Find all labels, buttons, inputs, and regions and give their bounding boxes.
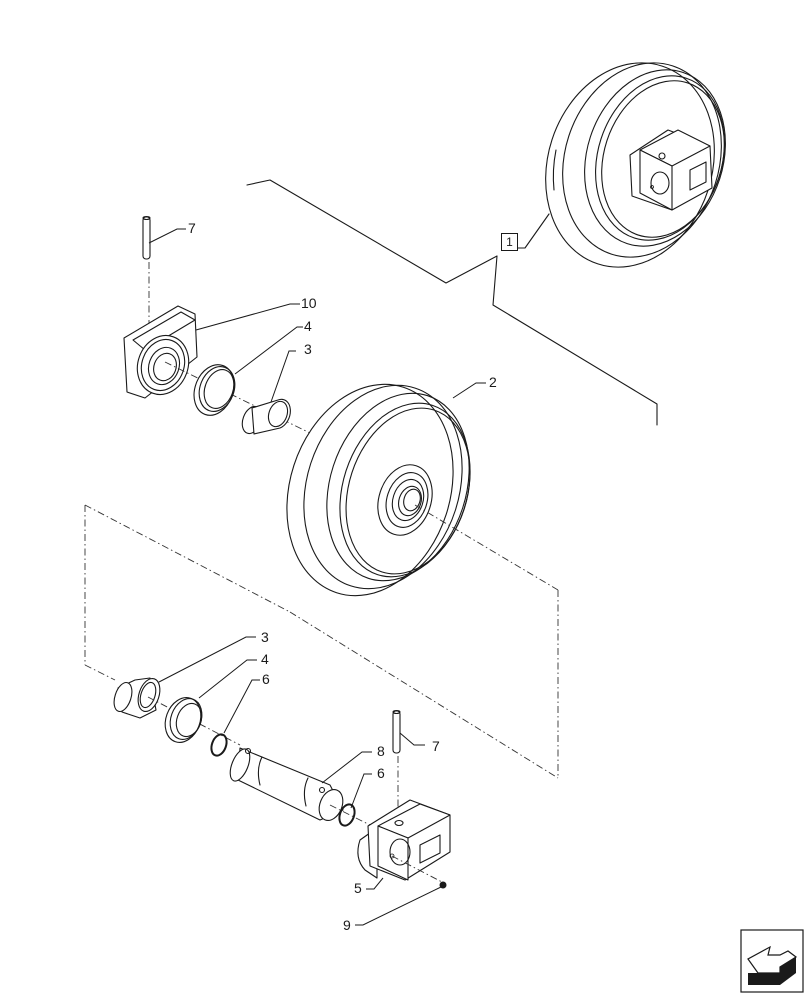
seal-lower-icon — [164, 697, 203, 743]
bushing-upper-icon — [241, 398, 291, 435]
seal-upper-icon — [193, 364, 236, 416]
callout-bushing-upper[interactable]: 3 — [304, 341, 312, 357]
callout-bracket-lower[interactable]: 5 — [354, 880, 362, 896]
callout-idler-wheel[interactable]: 2 — [489, 374, 497, 390]
assembly-bracket-lines — [246, 179, 658, 426]
previous-page-arrow-icon[interactable] — [740, 929, 804, 993]
assembly-callout-box[interactable]: 1 — [501, 233, 518, 251]
callout-oring-left[interactable]: 6 — [262, 671, 270, 687]
callout-seal-upper[interactable]: 4 — [304, 318, 312, 334]
bushing-lower-icon — [113, 677, 241, 746]
bracket-upper-icon — [123, 305, 311, 434]
idler-assembly-complete-icon — [545, 62, 726, 268]
callout-seal-lower[interactable]: 4 — [261, 651, 269, 667]
callout-oring-right[interactable]: 6 — [377, 765, 385, 781]
callout-bracket-upper[interactable]: 10 — [301, 295, 317, 311]
callout-bushing-lower[interactable]: 3 — [261, 629, 269, 645]
oring-left-icon — [210, 733, 228, 757]
pin-upper-icon — [142, 215, 151, 330]
exploded-axis-box — [84, 504, 559, 779]
callout-pin-lower[interactable]: 7 — [432, 738, 440, 754]
bracket-lower-icon — [357, 799, 451, 883]
oring-right-icon — [338, 803, 356, 827]
callout-pin-upper[interactable]: 7 — [188, 220, 196, 236]
leader-lines — [148, 228, 486, 926]
shaft-icon — [229, 747, 381, 831]
idler-wheel-icon — [286, 383, 559, 597]
callout-shaft[interactable]: 8 — [377, 743, 385, 759]
callout-plug[interactable]: 9 — [343, 917, 351, 933]
plug-icon — [439, 881, 447, 889]
pin-lower-icon — [392, 709, 401, 825]
